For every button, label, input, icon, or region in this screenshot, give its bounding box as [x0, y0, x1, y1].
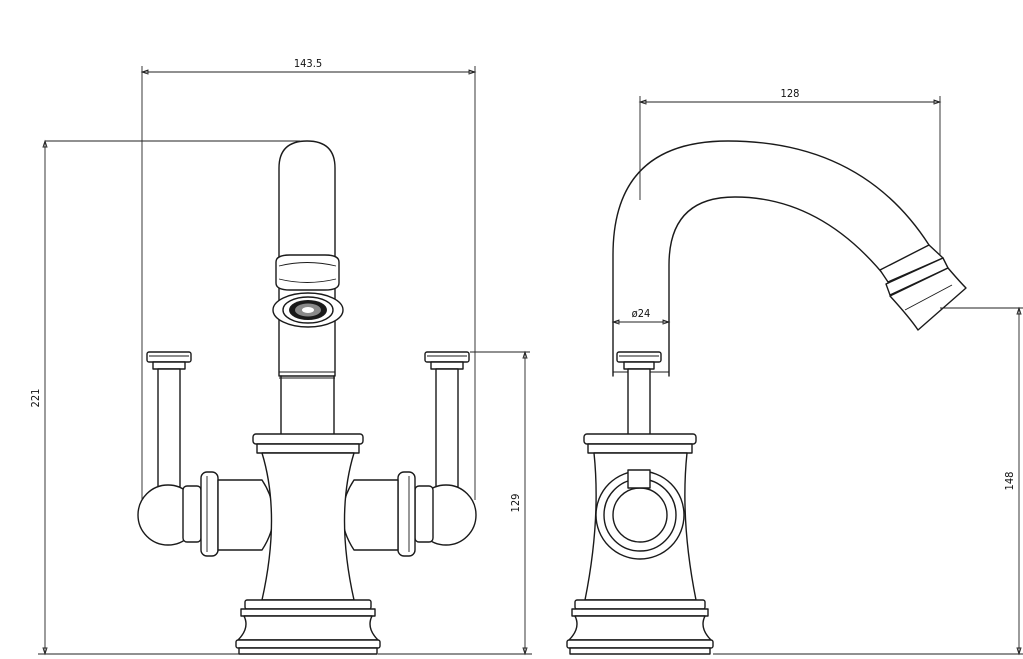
side-dimensions: 128 ø24 148 [611, 87, 1023, 656]
side-spout [612, 140, 967, 377]
front-dimensions: 143.5 221 129 [29, 57, 532, 656]
front-handle-right [397, 351, 477, 557]
dimension-overall-width: 143.5 [294, 57, 322, 70]
dimension-spout-height: 148 [1003, 472, 1016, 491]
dimension-handle-height: 129 [509, 494, 522, 513]
front-spout [272, 140, 344, 435]
dimension-spout-diameter: ø24 [632, 307, 651, 320]
side-view: 128 ø24 148 [566, 87, 1023, 656]
side-body [566, 433, 714, 655]
dimension-spout-reach: 128 [781, 87, 800, 100]
front-view: 143.5 221 129 [29, 57, 532, 656]
front-handle-left [137, 351, 219, 557]
front-body [217, 433, 399, 655]
dimension-overall-height: 221 [29, 389, 42, 408]
